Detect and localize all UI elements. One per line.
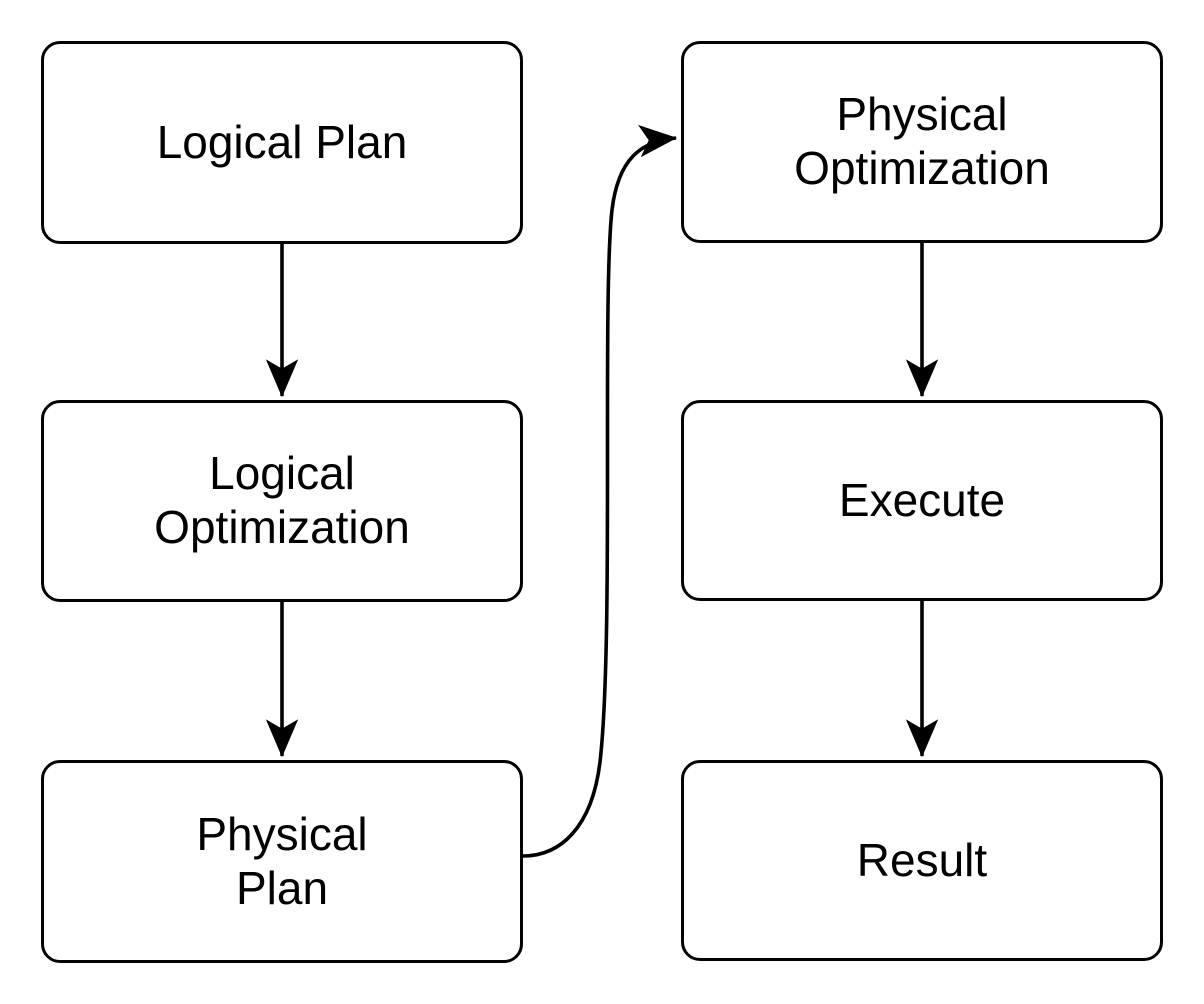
- node-logical-plan-label: Logical Plan: [156, 115, 408, 168]
- edge-physical-plan-to-physical-optimization: [522, 124, 678, 858]
- node-execute[interactable]: Execute: [681, 400, 1163, 601]
- node-logical-optimization[interactable]: Logical Optimization: [41, 400, 523, 602]
- node-physical-plan-label: Physical Plan: [196, 807, 368, 914]
- node-result-label: Result: [856, 833, 988, 886]
- node-logical-plan[interactable]: Logical Plan: [41, 41, 523, 244]
- node-physical-plan[interactable]: Physical Plan: [41, 760, 523, 963]
- node-logical-optimization-label: Logical Optimization: [154, 447, 410, 553]
- node-physical-optimization-label: Physical Optimization: [794, 88, 1050, 194]
- node-physical-optimization[interactable]: Physical Optimization: [681, 41, 1163, 243]
- node-result[interactable]: Result: [681, 760, 1163, 961]
- node-execute-label: Execute: [838, 473, 1006, 526]
